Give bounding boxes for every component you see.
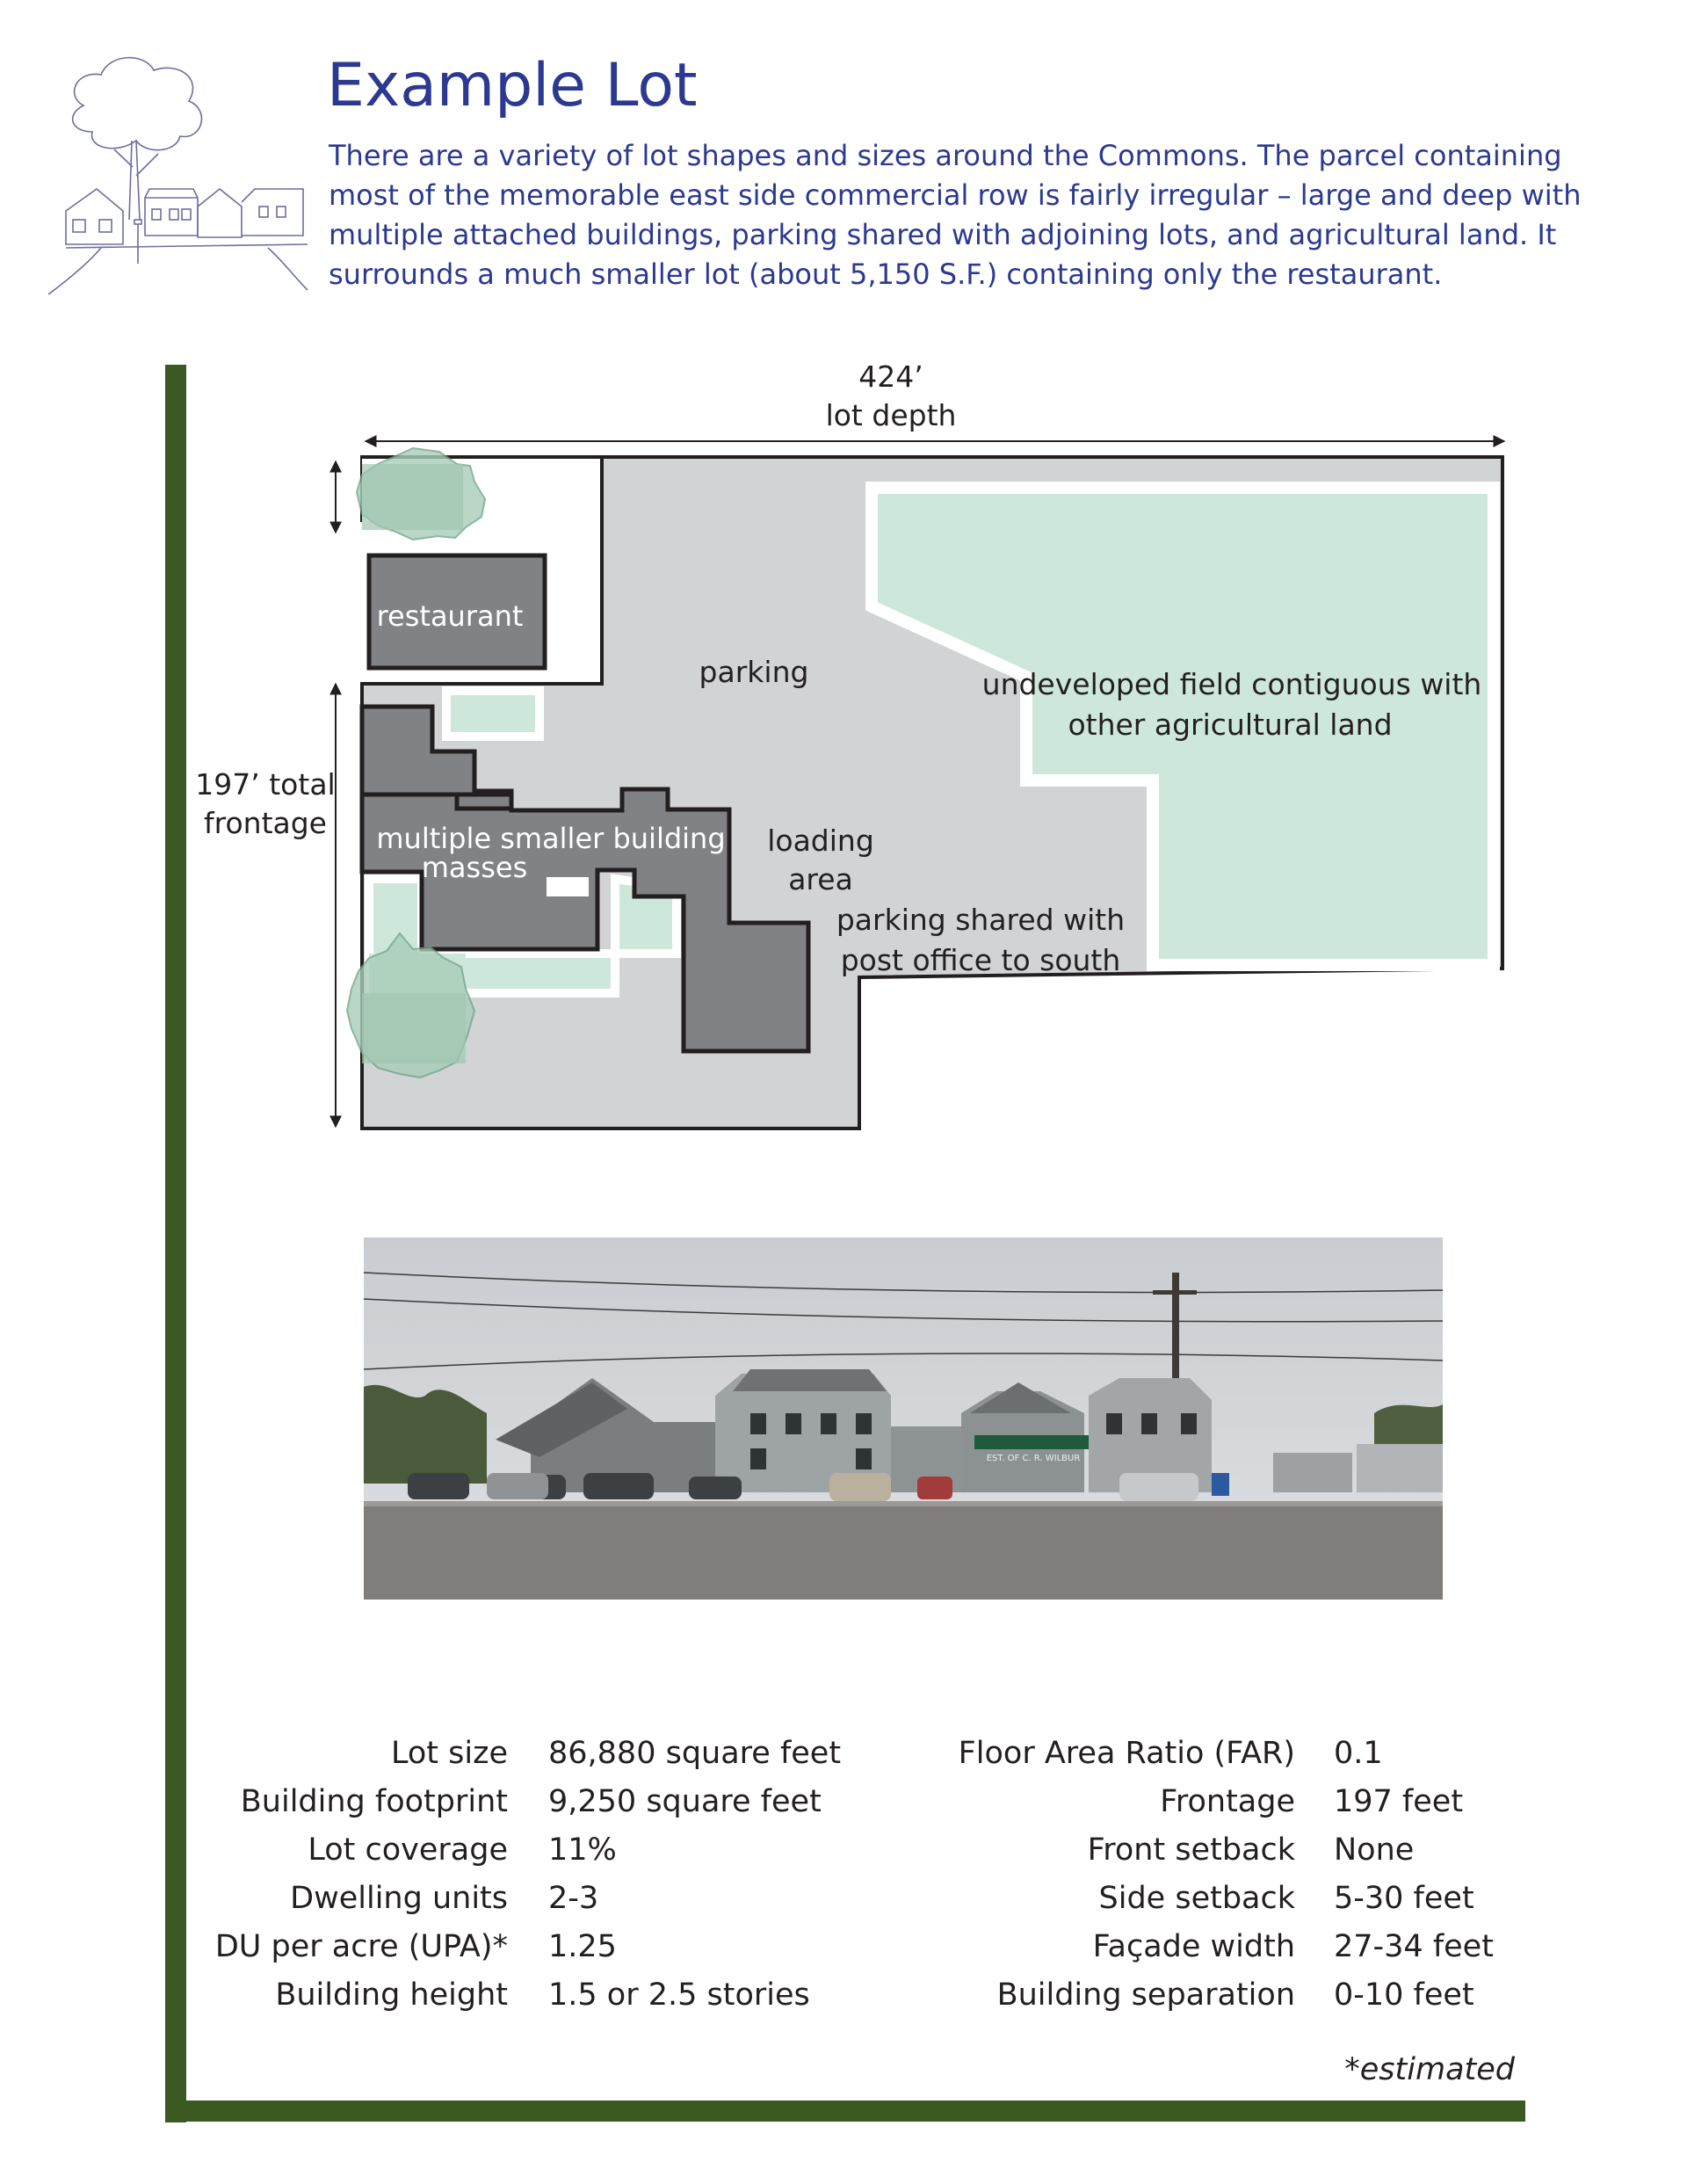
intro-paragraph: There are a variety of lot shapes and si… <box>329 139 1582 291</box>
stat-label: Side setback <box>1098 1881 1295 1916</box>
stat-value: 11% <box>548 1832 617 1868</box>
stat-value: 2-3 <box>548 1881 599 1916</box>
field-label-line1: undeveloped field contiguous with <box>982 667 1482 701</box>
frame-bar-vertical <box>165 365 186 2122</box>
stat-value: 0-10 feet <box>1334 1977 1474 2013</box>
buildings-label-line2: masses <box>422 851 527 884</box>
page-title: Example Lot <box>327 51 698 120</box>
stat-label: Façade width <box>1092 1929 1295 1964</box>
stat-value: None <box>1334 1832 1415 1868</box>
stat-label: Building height <box>275 1977 508 2013</box>
street-photo: EST. OF C. R. WILBUR <box>364 1237 1443 1600</box>
stat-label: DU per acre (UPA)* <box>214 1929 508 1964</box>
shared-parking-label-line1: parking shared with <box>836 903 1125 937</box>
lot-depth-value: 424’ <box>858 359 923 394</box>
loading-label-line1: loading <box>767 824 874 858</box>
agricultural-field <box>865 482 1500 971</box>
stat-label: Lot size <box>390 1736 508 1771</box>
loading-label-line2: area <box>788 862 853 896</box>
buildings-label-line1: multiple smaller building <box>376 822 725 855</box>
stat-value: 0.1 <box>1334 1736 1383 1771</box>
stat-value: 86,880 square feet <box>548 1736 842 1771</box>
stat-label: Floor Area Ratio (FAR) <box>958 1736 1295 1771</box>
lot-depth-label: lot depth <box>826 398 957 432</box>
stat-label: Building footprint <box>240 1784 508 1819</box>
stat-value: 5-30 feet <box>1334 1881 1474 1916</box>
shared-parking-label-line2: post office to south <box>841 943 1121 977</box>
stat-label: Lot coverage <box>308 1832 508 1868</box>
frame-bar-horizontal <box>165 2101 1525 2122</box>
frontage-label-line2: frontage <box>204 806 327 840</box>
stat-value: 1.25 <box>548 1929 617 1964</box>
stat-value: 9,250 square feet <box>548 1784 822 1819</box>
restaurant-label: restaurant <box>377 599 524 633</box>
frontage-label-line1: 197’ total <box>195 767 335 802</box>
footnote-estimated: *estimated <box>1344 2052 1515 2087</box>
stat-label: Dwelling units <box>290 1881 508 1916</box>
green-strip-north <box>442 686 544 741</box>
site-plan-diagram: 424’ lot depth 197’ total frontage resta… <box>195 359 1506 1130</box>
parking-label: parking <box>699 655 809 689</box>
restaurant-building <box>366 553 547 671</box>
stat-value: 197 feet <box>1334 1784 1464 1819</box>
stat-label: Building separation <box>996 1977 1295 2013</box>
stat-value: 1.5 or 2.5 stories <box>548 1977 810 2013</box>
stat-label: Frontage <box>1160 1784 1295 1819</box>
field-label-line2: other agricultural land <box>1068 707 1392 742</box>
stat-label: Front setback <box>1087 1832 1295 1868</box>
store-sign-text: EST. OF C. R. WILBUR <box>987 1454 1081 1463</box>
village-sketch-icon <box>48 56 308 295</box>
stat-value: 27-34 feet <box>1334 1929 1494 1964</box>
